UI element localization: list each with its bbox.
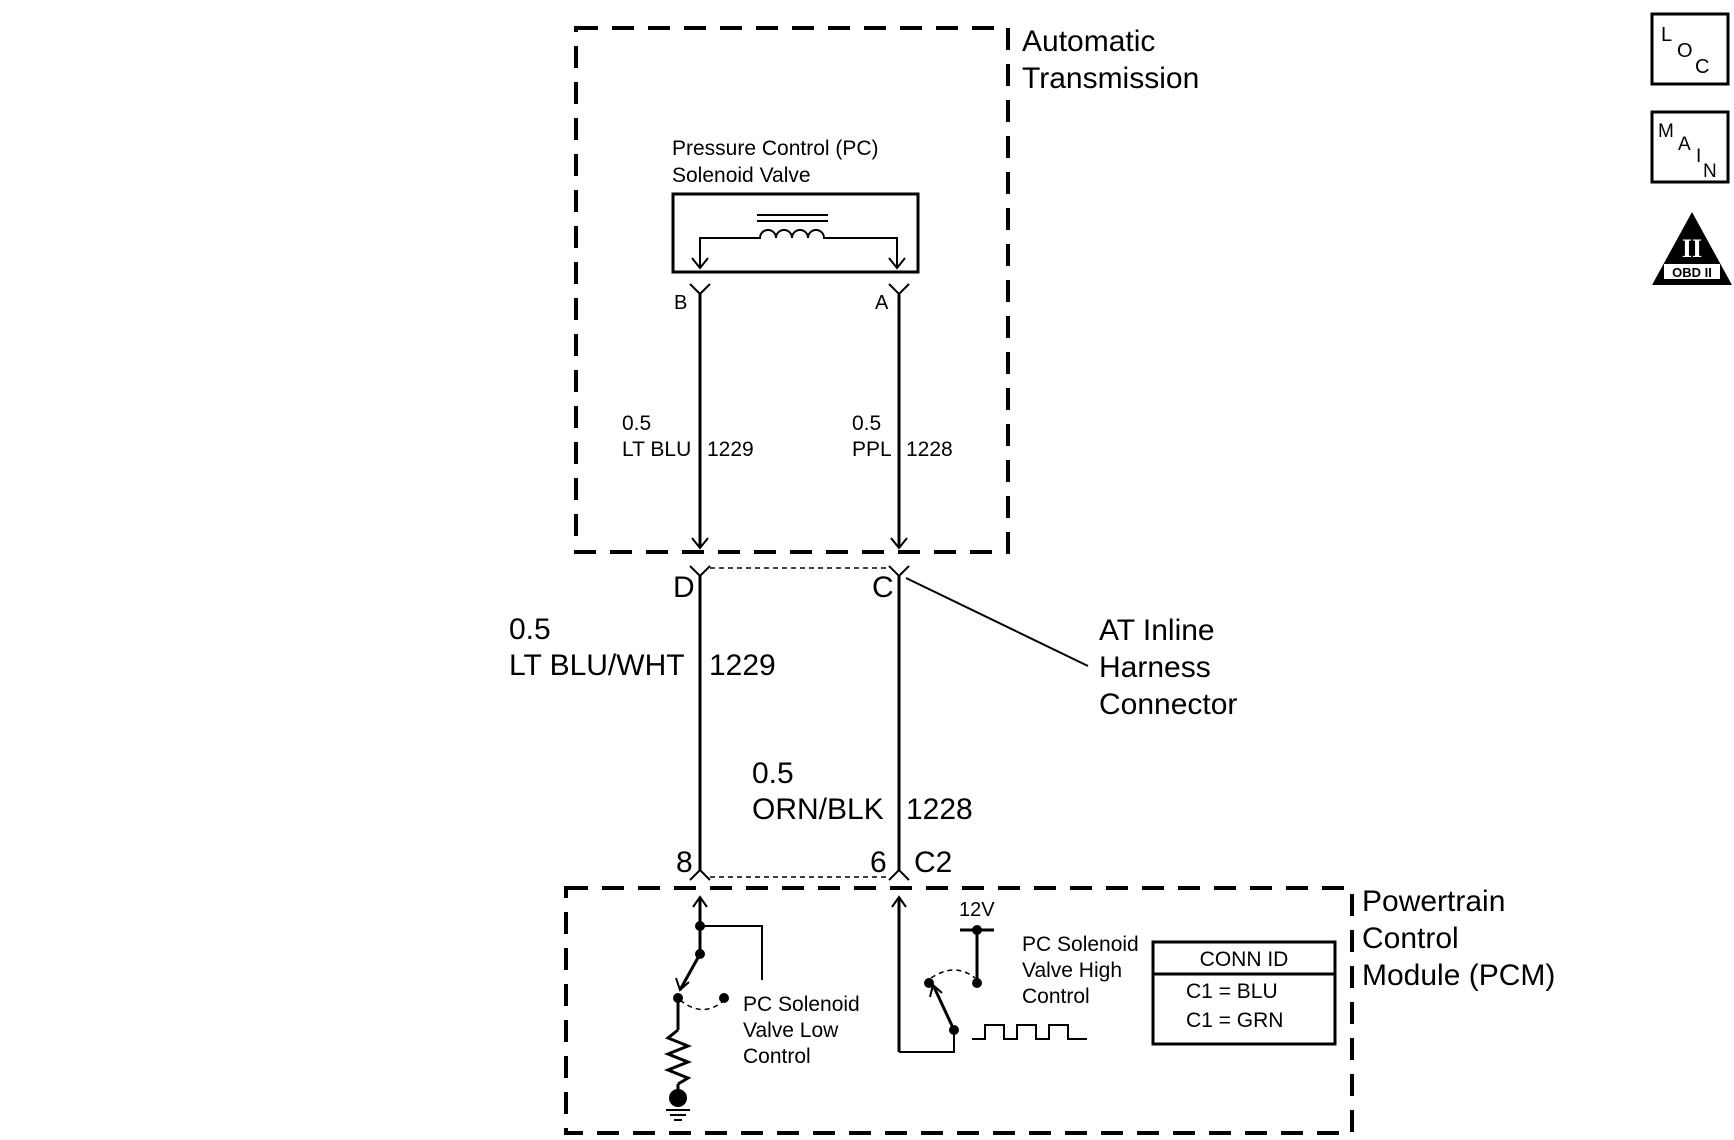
wire-1229-internal-color: LT BLU [622,438,691,461]
main-button[interactable]: M A I N [1650,110,1730,184]
wire-1228-internal-color: PPL [852,438,892,461]
supply-voltage-label: 12V [959,899,995,921]
high-control-label-3: Control [1022,985,1090,1008]
pcm-connector-id: C2 [914,846,952,879]
solenoid-valve-box [671,192,920,274]
high-control-label-1: PC Solenoid [1022,933,1139,956]
solenoid-pin-b: B [674,292,687,314]
conn-id-row-2: C1 = GRN [1186,1009,1283,1032]
low-control-label-2: Valve Low [743,1019,839,1042]
low-control-label-1: PC Solenoid [743,993,860,1016]
pwm-signal-icon [972,1024,1087,1040]
low-control-circuit [663,895,763,1092]
pcm-pin-8: 8 [676,846,693,879]
wire-1228-arrow [890,537,908,550]
main-letter-a: A [1678,134,1691,155]
wire-1228-harness-circuit: 1228 [906,793,973,826]
main-letter-i: I [1696,146,1701,167]
pcm-terminal-8 [689,868,711,881]
inline-connector-label-2: Harness [1099,651,1211,684]
solenoid-label-1: Pressure Control (PC) [672,137,879,160]
pcm-label-2: Control [1362,922,1459,955]
loc-letter-o: O [1677,40,1693,62]
pcm-label-3: Module (PCM) [1362,959,1555,992]
wire-1228-internal-gauge: 0.5 [852,412,881,435]
transmission-boundary [574,26,1010,554]
solenoid-terminal-b [689,283,711,296]
pcm-label-1: Powertrain [1362,885,1505,918]
wire-1229-internal-gauge: 0.5 [622,412,651,435]
wire-1229-harness-gauge: 0.5 [509,613,551,646]
inline-connector-label-1: AT Inline [1099,614,1215,647]
loc-button[interactable]: L O C [1650,12,1730,86]
wire-1229-harness-circuit: 1229 [709,649,776,682]
inline-pin-d: D [673,571,695,604]
low-control-label-3: Control [743,1045,811,1068]
ground-icon [666,1089,690,1121]
wire-1229-internal-circuit: 1229 [707,438,754,461]
conn-id-row-1: C1 = BLU [1186,980,1278,1003]
transmission-label-1: Automatic [1022,25,1155,58]
main-letter-m: M [1658,121,1674,142]
solenoid-coil-icon [691,214,906,270]
wire-1229-arrow [691,537,709,550]
wire-1228-harness-gauge: 0.5 [752,757,794,790]
solenoid-terminal-a [888,283,910,296]
obd-symbol: II [1682,234,1702,263]
solenoid-pin-a: A [875,292,889,314]
high-control-circuit [891,895,994,1053]
pcm-pin-6: 6 [870,846,887,879]
transmission-label-2: Transmission [1022,62,1199,95]
obd-text: OBD II [1672,265,1712,280]
pcm-terminal-6 [888,868,910,881]
wire-1228-harness-color: ORN/BLK [752,793,884,826]
solenoid-label-2: Solenoid Valve [672,164,811,187]
loc-letter-l: L [1661,24,1672,46]
wire-1228-internal-circuit: 1228 [906,438,953,461]
main-letter-n: N [1703,161,1717,182]
conn-id-header: CONN ID [1200,948,1289,971]
inline-connector-label-3: Connector [1099,688,1237,721]
obd-ii-button[interactable]: II OBD II [1652,212,1732,285]
inline-connector-leader [905,577,1089,667]
conn-id-table: CONN ID C1 = BLU C1 = GRN [1151,940,1337,1046]
loc-letter-c: C [1695,56,1709,78]
pcm-boundary [564,886,1354,1135]
wire-1229-harness-color: LT BLU/WHT [509,649,685,682]
high-control-label-2: Valve High [1022,959,1122,982]
inline-pin-c: C [872,571,894,604]
